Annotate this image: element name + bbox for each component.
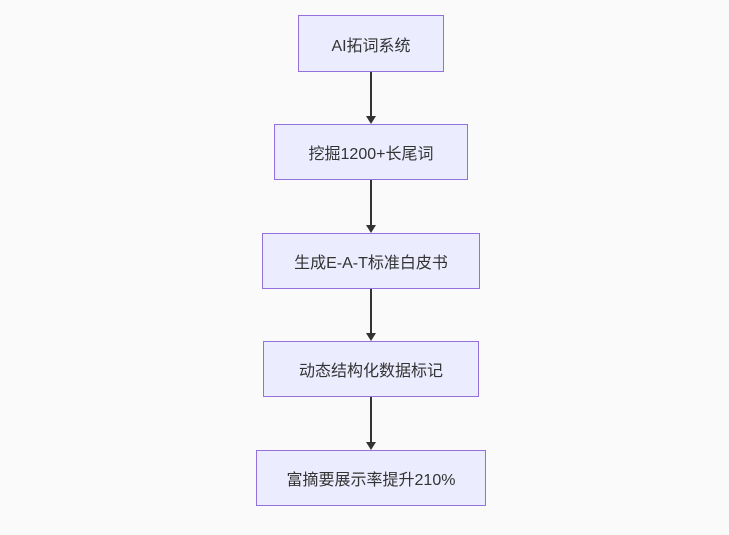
flow-arrow-1-2 <box>365 72 377 124</box>
flow-node-label: 富摘要展示率提升210% <box>286 472 456 489</box>
flow-node-label: 挖掘1200+长尾词 <box>308 146 434 163</box>
arrow-line <box>370 180 372 225</box>
flow-arrow-3-4 <box>365 289 377 341</box>
flow-node-label: 动态结构化数据标记 <box>298 363 443 380</box>
flow-arrow-4-5 <box>365 397 377 450</box>
arrow-line <box>370 72 372 116</box>
flow-node-structured-data-markup: 动态结构化数据标记 <box>263 341 479 397</box>
flow-node-label: AI拓词系统 <box>331 37 411 55</box>
arrow-head-icon <box>366 442 376 450</box>
flow-node-longtail-mining: 挖掘1200+长尾词 <box>274 124 468 180</box>
arrow-line <box>370 289 372 333</box>
arrow-head-icon <box>366 225 376 233</box>
flow-node-ai-word-expansion: AI拓词系统 <box>298 15 444 72</box>
flow-node-eat-whitepaper: 生成E-A-T标准白皮书 <box>262 233 480 289</box>
flow-arrow-2-3 <box>365 180 377 233</box>
flowchart: AI拓词系统 挖掘1200+长尾词 生成E-A-T标准白皮书 动态结构化数据标记… <box>256 15 486 506</box>
arrow-line <box>370 397 372 442</box>
arrow-head-icon <box>366 333 376 341</box>
flow-node-rich-snippet-result: 富摘要展示率提升210% <box>256 450 486 506</box>
flow-node-label: 生成E-A-T标准白皮书 <box>294 255 448 272</box>
arrow-head-icon <box>366 116 376 124</box>
